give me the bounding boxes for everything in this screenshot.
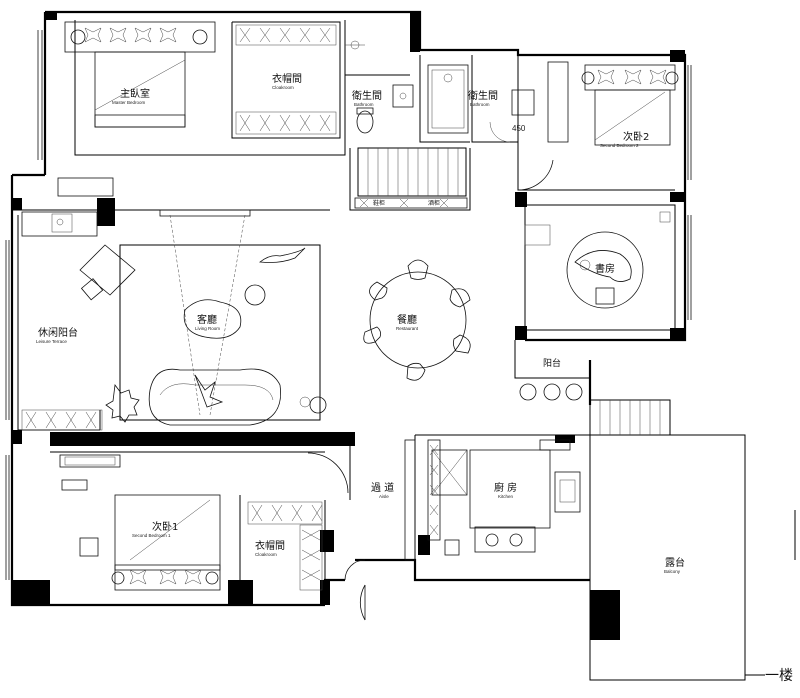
living-room-furniture — [79, 209, 327, 426]
cloakroom-2-shelves — [247, 501, 323, 591]
second-bedroom-1-label-en: Second Bedroom 1 — [132, 533, 171, 538]
master-bedroom-label-en: Master Bedroom — [112, 100, 146, 105]
small-balcony-furniture — [519, 224, 583, 401]
cloakroom-1-label-en: Cloakroom — [272, 85, 294, 90]
bathroom-2-label-en: Bathroom — [470, 102, 490, 107]
cabinet-2-label: 酒柜 — [428, 199, 440, 207]
aisle-label-en: Aisle — [379, 494, 389, 499]
kitchen-fixtures — [427, 439, 581, 556]
master-bedroom-label: 主臥室 — [120, 87, 150, 100]
cloakroom-2-label: 衣帽間 — [255, 539, 285, 552]
study-furniture — [566, 211, 671, 309]
bathroom-2-fixtures — [427, 61, 569, 143]
interior-walls — [12, 20, 676, 590]
windows — [5, 30, 692, 580]
balcony-label-en: Balcony — [664, 569, 681, 574]
bathroom-1-label: 衛生間 — [352, 89, 382, 102]
aisle-label: 過 道 — [371, 481, 394, 494]
bathroom-1-fixtures — [345, 40, 414, 134]
aisle-cabinet — [404, 439, 416, 561]
study-label: 書房 — [595, 262, 615, 275]
living-room-label: 客廳 — [197, 313, 217, 326]
bathroom-1-label-en: Bathroom — [354, 102, 374, 107]
cloakroom-1-shelves — [235, 24, 337, 135]
second-bedroom-2-label: 次卧2 — [623, 130, 649, 143]
dimension-label: 450 — [512, 124, 526, 133]
dining-table — [363, 259, 471, 381]
kitchen-label: 廚 房 — [494, 481, 517, 494]
living-room-label-en: Living Room — [195, 326, 220, 331]
master-bedroom-furniture — [64, 21, 216, 128]
cloakroom-2-label-en: Cloakroom — [255, 552, 277, 557]
second-bedroom-1-furniture — [59, 454, 221, 591]
leisure-terrace-label-en: Leisure Terrace — [36, 339, 67, 344]
small-balcony-label: 阳台 — [543, 357, 561, 369]
second-bedroom-2-furniture — [517, 64, 679, 191]
cloakroom-1-label: 衣帽間 — [272, 72, 302, 85]
leisure-terrace-label: 休闲阳台 — [38, 326, 78, 339]
kitchen-label-en: Kitchen — [498, 494, 514, 499]
room-labels: 主臥室 Master Bedroom 衣帽間 Cloakroom 衛生間 Bat… — [36, 72, 793, 684]
balcony-steps — [589, 399, 796, 676]
leisure-terrace-furniture — [21, 177, 114, 431]
stairs — [354, 147, 468, 209]
outer-walls — [10, 10, 746, 681]
bathroom-2-label: 衛生間 — [468, 89, 498, 102]
floor-label: 一楼 — [765, 668, 793, 684]
cabinet-1-label: 鞋柜 — [373, 199, 385, 207]
wall-columns — [12, 12, 685, 640]
second-bedroom-2-label-en: Second Bedroom 2 — [600, 143, 639, 148]
balcony-label: 露台 — [665, 556, 685, 569]
door-arcs — [307, 452, 366, 621]
second-bedroom-1-label: 次卧1 — [152, 520, 178, 533]
restaurant-label: 餐廳 — [397, 313, 417, 326]
restaurant-label-en: Restaurant — [396, 326, 419, 331]
